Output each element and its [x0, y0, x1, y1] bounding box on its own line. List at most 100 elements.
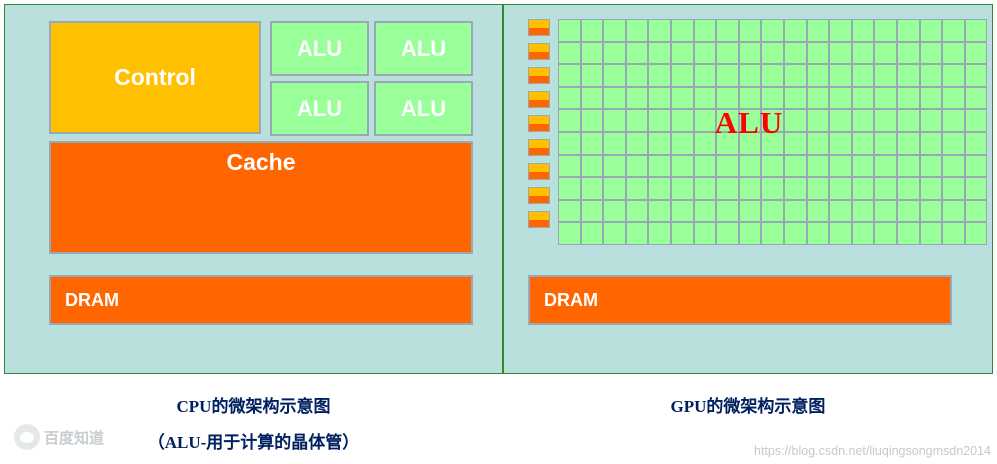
- gpu-alu-grid: [558, 19, 988, 245]
- gpu-alu-cell: [874, 131, 897, 155]
- gpu-alu-cell: [829, 131, 852, 155]
- gpu-alu-cell: [919, 199, 943, 223]
- gpu-alu-cell: [670, 86, 694, 110]
- gpu-alu-cell: [806, 64, 830, 87]
- gpu-alu-cell: [964, 177, 988, 200]
- gpu-alu-cell: [738, 131, 762, 155]
- gpu-alu-cell: [625, 64, 649, 87]
- gpu-alu-cell: [670, 41, 694, 65]
- cpu-alu-block-2: ALU: [374, 21, 473, 76]
- gpu-alu-cell: [670, 177, 694, 200]
- gpu-alu-cell: [829, 109, 852, 132]
- gpu-alu-cell: [874, 222, 897, 245]
- gpu-alu-cell: [761, 154, 784, 178]
- gpu-control-cell: [528, 67, 550, 84]
- gpu-alu-cell: [580, 222, 604, 245]
- gpu-control-column: [528, 19, 550, 228]
- gpu-alu-cell: [874, 199, 897, 223]
- gpu-alu-cell: [761, 199, 784, 223]
- gpu-control-cell: [528, 187, 550, 204]
- gpu-alu-cell: [806, 131, 830, 155]
- gpu-alu-cell: [964, 154, 988, 178]
- gpu-alu-cell: [851, 199, 875, 223]
- gpu-alu-cell: [806, 19, 830, 42]
- cpu-cache-label: Cache: [226, 149, 296, 175]
- gpu-alu-cell: [603, 177, 626, 200]
- gpu-alu-cell: [603, 109, 626, 132]
- gpu-alu-cell: [942, 19, 965, 42]
- gpu-alu-cell: [558, 131, 581, 155]
- gpu-alu-cell: [648, 109, 671, 132]
- gpu-alu-cell: [670, 131, 694, 155]
- gpu-alu-cell: [603, 131, 626, 155]
- gpu-alu-cell: [603, 154, 626, 178]
- gpu-alu-cell: [919, 131, 943, 155]
- gpu-alu-cell: [896, 131, 920, 155]
- gpu-alu-cell: [851, 109, 875, 132]
- gpu-alu-cell: [829, 19, 852, 42]
- gpu-alu-cell: [851, 86, 875, 110]
- gpu-alu-cell: [761, 222, 784, 245]
- gpu-alu-cell: [716, 64, 739, 87]
- gpu-alu-cell: [603, 64, 626, 87]
- gpu-alu-cell: [648, 19, 671, 42]
- gpu-alu-cell: [896, 19, 920, 42]
- gpu-alu-cell: [874, 19, 897, 42]
- gpu-alu-cell: [761, 177, 784, 200]
- gpu-alu-cell: [625, 177, 649, 200]
- gpu-control-cell: [528, 19, 550, 36]
- gpu-alu-cell: [603, 41, 626, 65]
- gpu-caption-line-1: GPU的微架构示意图: [670, 397, 826, 416]
- gpu-alu-cell: [580, 19, 604, 42]
- gpu-alu-cell: [829, 64, 852, 87]
- gpu-alu-cell: [558, 41, 581, 65]
- gpu-alu-cell: [919, 177, 943, 200]
- gpu-alu-cell: [829, 154, 852, 178]
- gpu-alu-cell: [851, 131, 875, 155]
- gpu-alu-cell: [693, 131, 717, 155]
- gpu-alu-cell: [625, 109, 649, 132]
- gpu-alu-cell: [716, 199, 739, 223]
- gpu-alu-cell: [964, 199, 988, 223]
- gpu-alu-cell: [806, 41, 830, 65]
- gpu-alu-cell: [942, 131, 965, 155]
- cpu-alu-block-4: ALU: [374, 81, 473, 136]
- gpu-alu-cell: [783, 154, 807, 178]
- cpu-control-block: Control: [49, 21, 261, 134]
- gpu-control-cell: [528, 91, 550, 108]
- gpu-alu-cell: [648, 177, 671, 200]
- gpu-alu-cell: [670, 109, 694, 132]
- gpu-inner-layout: ALU DRAM: [504, 5, 994, 375]
- cpu-alu-label-4: ALU: [400, 95, 447, 121]
- gpu-alu-cell: [738, 222, 762, 245]
- gpu-alu-cell: [603, 19, 626, 42]
- gpu-alu-cell: [806, 199, 830, 223]
- gpu-alu-cell: [942, 199, 965, 223]
- gpu-alu-cell: [716, 131, 739, 155]
- gpu-alu-cell: [716, 86, 739, 110]
- cpu-dram-label: DRAM: [65, 289, 119, 310]
- gpu-alu-cell: [761, 19, 784, 42]
- gpu-alu-cell: [738, 109, 762, 132]
- cpu-alu-block-3: ALU: [270, 81, 369, 136]
- gpu-alu-cell: [829, 41, 852, 65]
- gpu-alu-cell: [580, 154, 604, 178]
- gpu-alu-cell: [693, 177, 717, 200]
- gpu-alu-cell: [806, 86, 830, 110]
- gpu-alu-cell: [738, 64, 762, 87]
- gpu-alu-cell: [558, 154, 581, 178]
- gpu-alu-cell: [603, 86, 626, 110]
- gpu-alu-cell: [603, 222, 626, 245]
- gpu-alu-cell: [738, 154, 762, 178]
- gpu-alu-cell: [670, 199, 694, 223]
- gpu-alu-cell: [942, 86, 965, 110]
- gpu-alu-cell: [942, 222, 965, 245]
- gpu-alu-cell: [896, 64, 920, 87]
- gpu-alu-cell: [942, 109, 965, 132]
- gpu-alu-cell: [761, 109, 784, 132]
- gpu-alu-cell: [580, 86, 604, 110]
- gpu-alu-cell: [558, 199, 581, 223]
- gpu-alu-cell: [738, 19, 762, 42]
- gpu-alu-cell: [851, 64, 875, 87]
